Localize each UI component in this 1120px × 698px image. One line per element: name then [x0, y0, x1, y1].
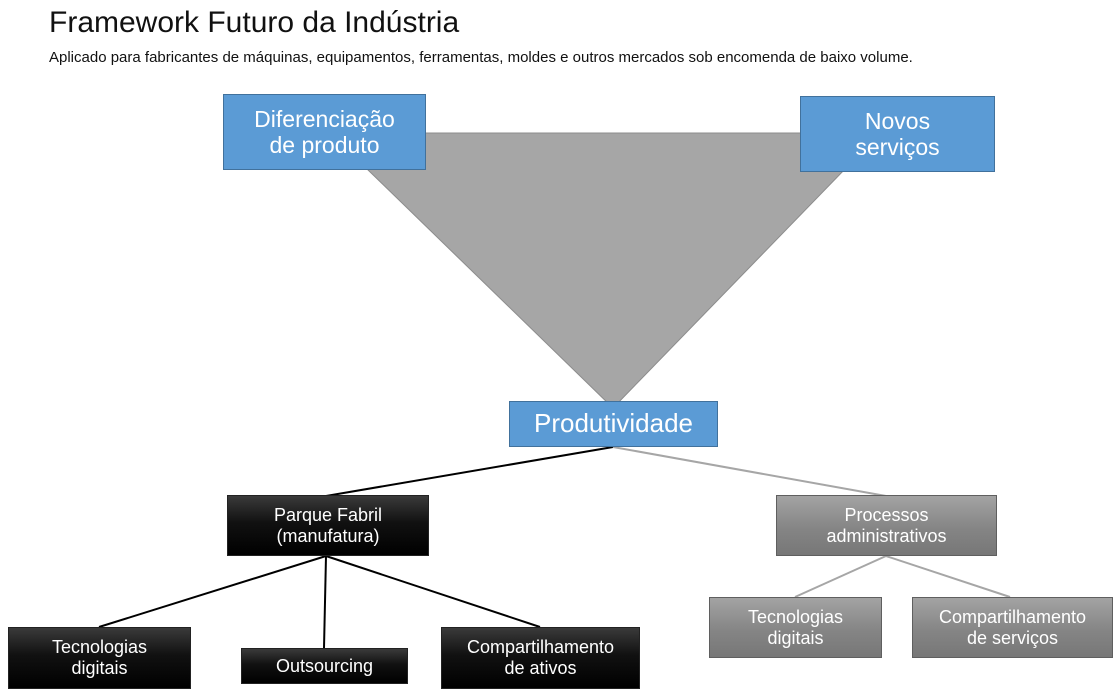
node-admin-digital-tech: Tecnologias digitais [709, 597, 882, 658]
triangle-shape [328, 132, 882, 409]
connector-manufacturing-tech [98, 555, 327, 628]
node-service-sharing: Compartilhamento de serviços [912, 597, 1113, 658]
node-outsourcing: Outsourcing [241, 648, 408, 684]
connector-manufacturing-assets [325, 555, 541, 628]
connector-productivity-manufacturing [325, 446, 614, 497]
node-manufacturing: Parque Fabril (manufatura) [227, 495, 429, 556]
connector-admin-services [885, 555, 1011, 598]
node-product-differentiation: Diferenciação de produto [223, 94, 426, 170]
page-subtitle: Aplicado para fabricantes de máquinas, e… [49, 49, 913, 66]
node-admin-processes: Processos administrativos [776, 495, 997, 556]
page-title: Framework Futuro da Indústria [49, 6, 460, 39]
connector-productivity-admin [612, 446, 887, 497]
node-manufacturing-digital-tech: Tecnologias digitais [8, 627, 191, 689]
connector-manufacturing-outsourcing [323, 555, 327, 649]
node-asset-sharing: Compartilhamento de ativos [441, 627, 640, 689]
connector-admin-tech [794, 555, 887, 598]
node-productivity: Produtividade [509, 401, 718, 447]
node-new-services: Novos serviços [800, 96, 995, 172]
